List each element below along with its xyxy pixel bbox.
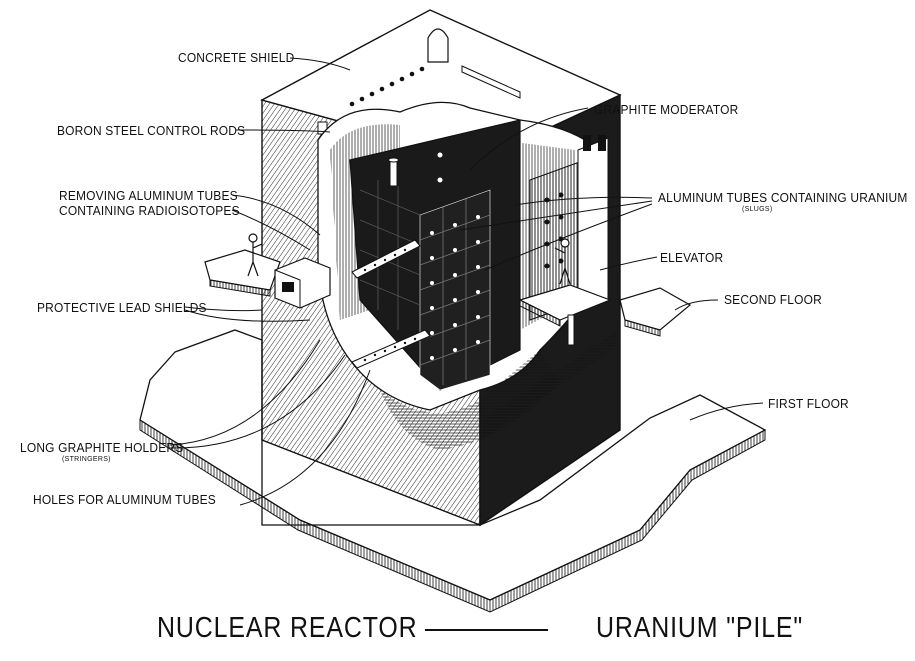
worker-figures xyxy=(247,233,571,285)
label-boron-steel-control-rods: BORON STEEL CONTROL RODS xyxy=(57,123,246,138)
label-slugs: (SLUGS) xyxy=(742,206,773,213)
label-second-floor: SECOND FLOOR xyxy=(724,292,822,307)
protective-lead-shield xyxy=(274,257,331,309)
label-concrete-shield: CONCRETE SHIELD xyxy=(178,50,295,65)
label-aluminum-tubes: ALUMINUM TUBES CONTAINING URANIUM xyxy=(658,190,908,205)
label-first-floor: FIRST FLOOR xyxy=(768,396,849,411)
label-removing-tubes-1: REMOVING ALUMINUM TUBES xyxy=(59,188,238,203)
label-graphite-moderator: GRAPHITE MODERATOR xyxy=(594,102,739,117)
leader-lines xyxy=(169,57,764,506)
label-stringers: (STRINGERS) xyxy=(62,456,111,463)
label-holes-for-aluminum-tubes: HOLES FOR ALUMINUM TUBES xyxy=(33,492,216,507)
second-floor-platforms xyxy=(204,249,692,346)
graphite-stringers xyxy=(351,239,431,369)
title-nuclear-reactor: NUCLEAR REACTOR xyxy=(157,612,418,644)
label-long-graphite-holders: LONG GRAPHITE HOLDERS xyxy=(20,440,184,455)
label-protective-lead-shields: PROTECTIVE LEAD SHIELDS xyxy=(37,300,207,315)
graphite-moderator-stack xyxy=(349,119,521,391)
title-uranium-pile: URANIUM "PILE" xyxy=(596,612,804,644)
label-elevator: ELEVATOR xyxy=(660,250,724,265)
label-removing-tubes-2: CONTAINING RADIOISOTOPES xyxy=(59,203,240,218)
